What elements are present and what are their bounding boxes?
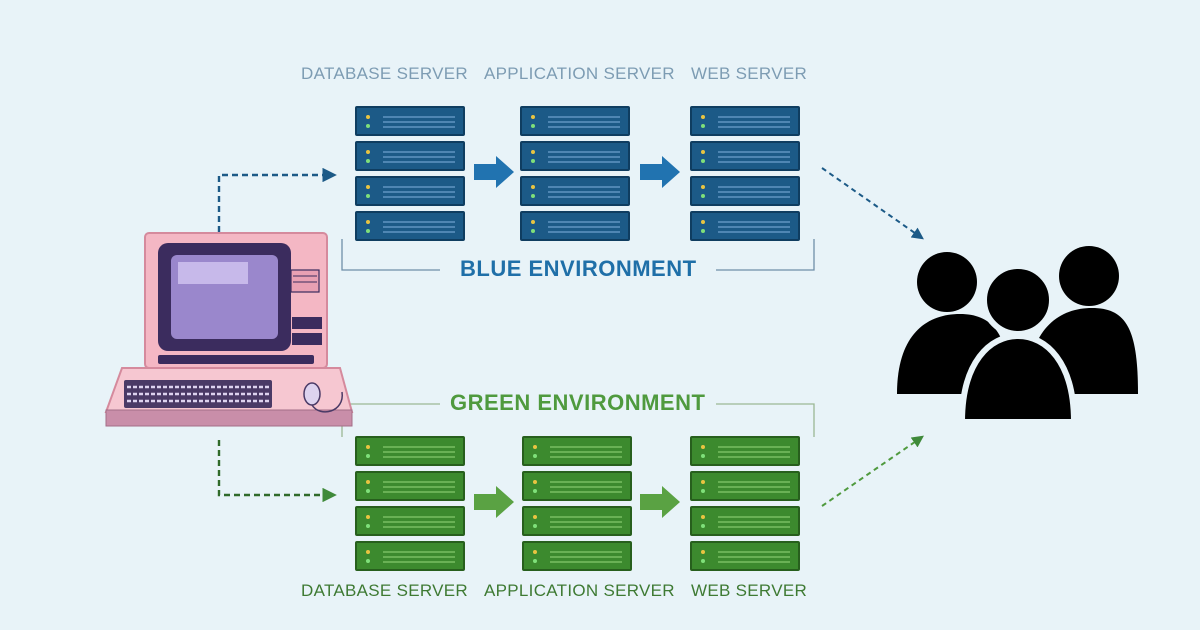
blue-database-server-icon <box>355 106 465 246</box>
blue-environment-bracket <box>341 239 815 271</box>
blue-db-to-app-arrow <box>474 156 514 188</box>
green-route-arrow <box>217 440 337 503</box>
blue-application-server-label: APPLICATION SERVER <box>484 64 675 83</box>
blue-route-arrow <box>217 167 337 232</box>
green-database-server-label: DATABASE SERVER <box>301 581 468 600</box>
green-database-server-icon <box>355 436 465 576</box>
green-application-server-icon <box>522 436 632 576</box>
blue-web-server-label: WEB SERVER <box>691 64 808 83</box>
computer-icon <box>104 232 354 427</box>
blue-to-users-arrow <box>821 167 924 240</box>
green-app-to-web-arrow <box>640 486 680 518</box>
blue-environment-title: BLUE ENVIRONMENT <box>460 256 697 281</box>
green-application-server-label: APPLICATION SERVER <box>484 581 675 600</box>
blue-application-server-icon <box>520 106 630 246</box>
green-web-server-icon <box>690 436 800 576</box>
users-icon <box>897 246 1138 425</box>
green-db-to-app-arrow <box>474 486 514 518</box>
blue-database-server-label: DATABASE SERVER <box>301 64 468 83</box>
green-environment-title: GREEN ENVIRONMENT <box>450 390 706 415</box>
green-web-server-label: WEB SERVER <box>691 581 808 600</box>
blue-app-to-web-arrow <box>640 156 680 188</box>
green-to-users-arrow <box>821 435 924 507</box>
blue-web-server-icon <box>690 106 800 246</box>
